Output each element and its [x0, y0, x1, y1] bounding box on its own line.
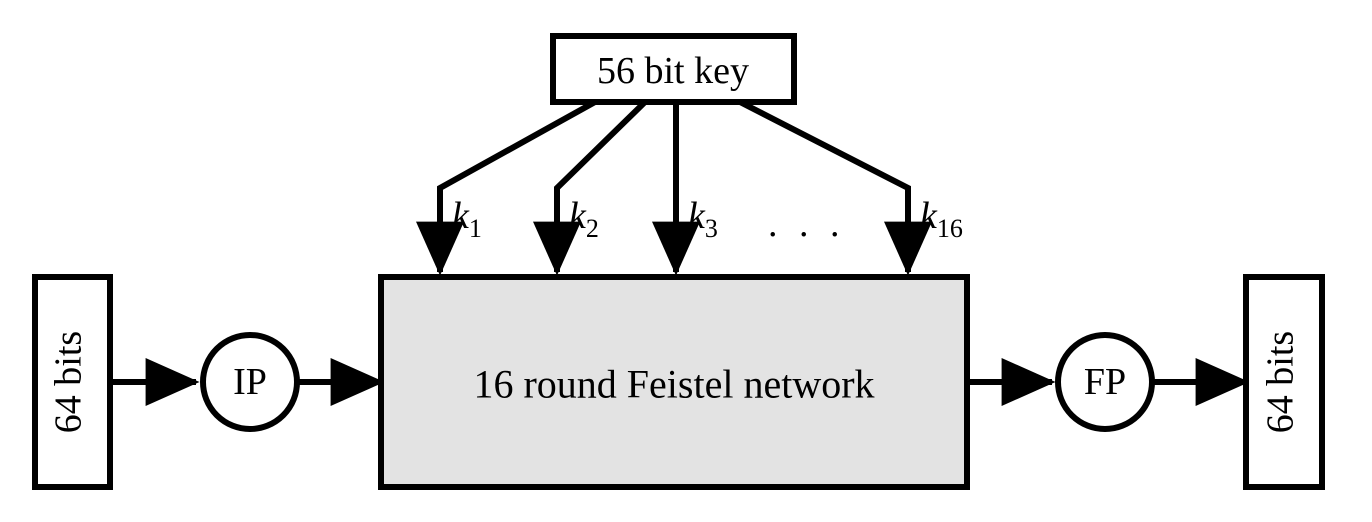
round-key-sub-k3: 3: [705, 214, 718, 243]
key-block: 56 bit key: [550, 33, 797, 105]
output-block: 64 bits: [1243, 274, 1325, 490]
feistel-network-block: 16 round Feistel network: [378, 274, 970, 490]
round-key-base-k1: k: [452, 195, 470, 237]
round-key-sub-k16: 16: [937, 214, 963, 243]
round-key-label-k1: k1: [452, 195, 482, 243]
input-block: 64 bits: [32, 274, 113, 490]
key-line-k2: [533, 99, 648, 276]
round-key-sub-k2: 2: [586, 214, 599, 243]
fp-label: FP: [1084, 361, 1126, 403]
initial-permutation-node: IP: [200, 332, 300, 432]
key-block-label: 56 bit key: [597, 50, 749, 92]
input-block-rect: [32, 274, 113, 490]
round-key-label-k3: k3: [688, 195, 718, 243]
ip-label: IP: [233, 361, 267, 403]
round-key-label-k16: k16: [920, 195, 963, 243]
round-key-base-k3: k: [688, 195, 706, 237]
round-key-sub-k1: 1: [469, 214, 482, 243]
round-key-base-k2: k: [569, 195, 587, 237]
feistel-block-label: 16 round Feistel network: [473, 362, 874, 407]
round-key-base-k16: k: [920, 195, 938, 237]
input-block-label: 64 bits: [48, 331, 90, 433]
key-line-k16: [738, 99, 932, 276]
key-block-rect: [550, 33, 797, 105]
round-key-labels: k1 k2 k3 k16 . . .: [452, 195, 963, 245]
key-schedule-lines: [416, 99, 932, 276]
round-key-label-k2: k2: [569, 195, 599, 243]
round-key-ellipsis: . . .: [768, 203, 846, 245]
final-permutation-node: FP: [1055, 332, 1155, 432]
output-block-rect: [1243, 274, 1325, 490]
key-line-k1: [416, 99, 597, 276]
output-block-label: 64 bits: [1260, 331, 1302, 433]
feistel-block-rect: [378, 274, 970, 490]
